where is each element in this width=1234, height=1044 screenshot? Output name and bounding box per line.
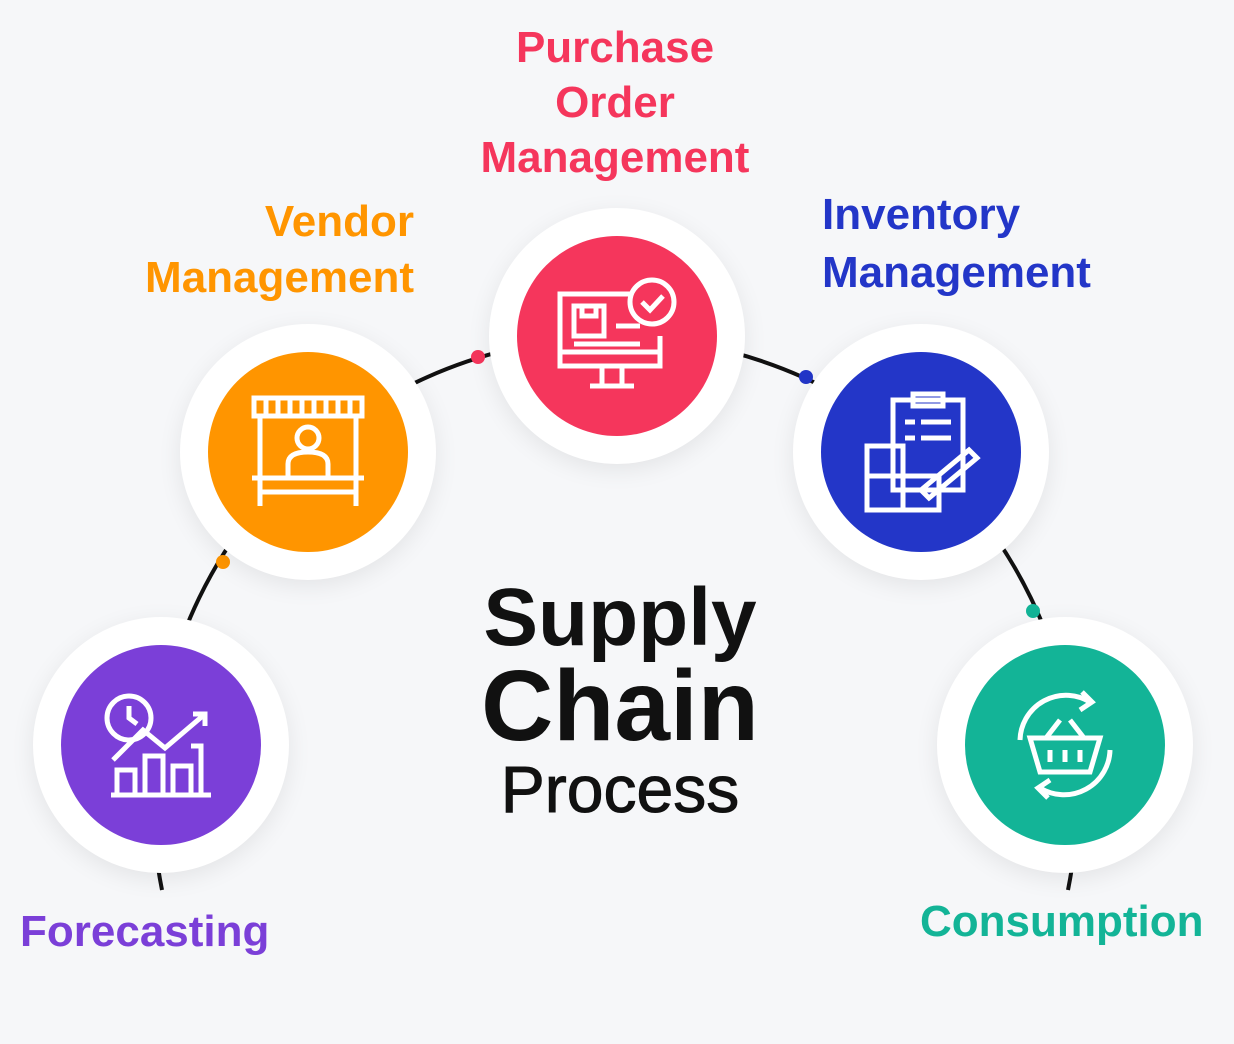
- title-process: Process: [500, 752, 740, 826]
- connector-dot-inventory: [799, 370, 813, 384]
- label-line: Inventory: [822, 190, 1021, 239]
- connector-dot-po: [471, 350, 485, 364]
- vendor-stall-icon: [251, 395, 365, 506]
- step-forecasting: [33, 617, 289, 873]
- step-vendor-management: [180, 324, 436, 580]
- basket-cycle-icon: [1017, 690, 1113, 800]
- step-purchase-order-management: [489, 208, 745, 464]
- label-line: Order: [555, 78, 675, 127]
- connector-dot-consumption: [1026, 604, 1040, 618]
- purchase-order-monitor-icon: [557, 277, 677, 389]
- label-consumption: Consumption: [920, 897, 1204, 946]
- title-chain: Chain: [481, 650, 759, 762]
- forecast-chart-icon: [104, 693, 211, 798]
- title-supply: Supply: [483, 572, 757, 663]
- step-consumption: [937, 617, 1193, 873]
- label-line: Management: [145, 253, 414, 302]
- step-inventory-management: [793, 324, 1049, 580]
- label-forecasting: Forecasting: [20, 907, 270, 956]
- inventory-clipboard-icon: [864, 391, 981, 513]
- label-line: Management: [822, 248, 1091, 297]
- label-line: Purchase: [515, 23, 715, 72]
- connector-dot-vendor: [216, 555, 230, 569]
- label-line: Vendor: [264, 197, 414, 246]
- center-title: Supply Chain Process: [440, 572, 800, 826]
- label-line: Management: [480, 133, 750, 182]
